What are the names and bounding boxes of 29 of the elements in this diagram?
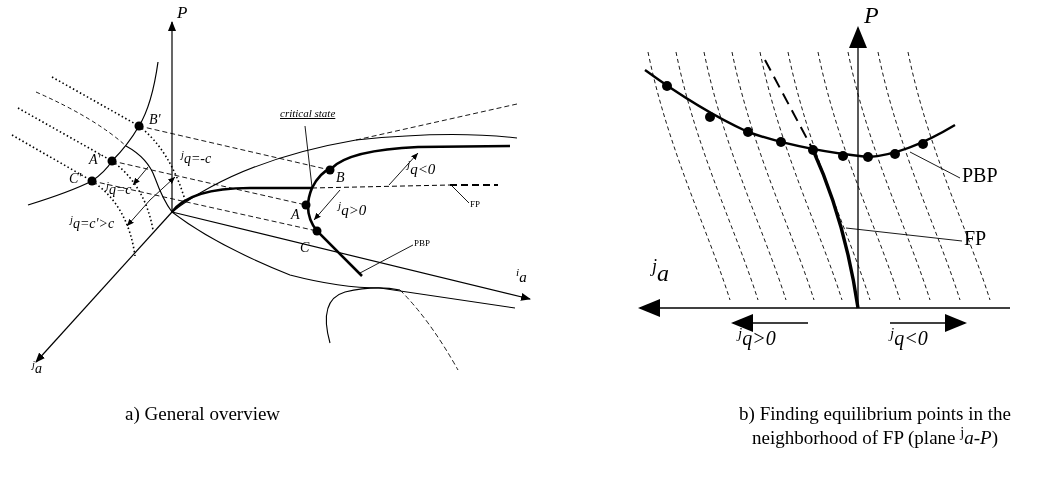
leader-label: FP [470,200,480,209]
axis-label: A' [89,151,101,169]
leader-label: critical state [280,108,336,119]
leader-line [359,244,414,274]
axis-label: $^{i}$a [516,268,527,287]
axis-label: $^{j}$q>0 [338,201,367,220]
axis-label: $^{j}$q=-c [181,150,212,168]
leader-label: FP [964,228,987,248]
axis-label: B [336,169,345,187]
figure-caption: b) Finding equilibrium points in the neighborhood of FP (plane $^{j}$a-P) [738,402,1012,450]
leader-line [451,185,470,204]
leader-line [845,227,963,242]
axis-label: P [864,1,879,30]
figure-caption: a) General overview [125,402,281,426]
leader-line [304,125,313,188]
axis-label: $^{j}$q=c [106,181,132,199]
axis-label: $^{j}$a [652,258,669,288]
axis-label: $^{j}$a [32,360,42,378]
axis-label: $^{j}$q<0 [890,326,928,351]
leader-label: PBP [414,239,430,248]
axis-label: B' [149,111,161,129]
axis-label: $^{j}$q=c'>c [70,215,115,233]
axis-label: P [177,2,188,24]
axis-label: A [291,206,300,224]
axis-label: $^{j}$q<0 [407,160,436,179]
leader-line [909,151,961,179]
axis-label: C' [69,170,82,188]
leader-label: PBP [962,165,998,185]
axis-label: $^{j}$q>0 [738,326,776,351]
